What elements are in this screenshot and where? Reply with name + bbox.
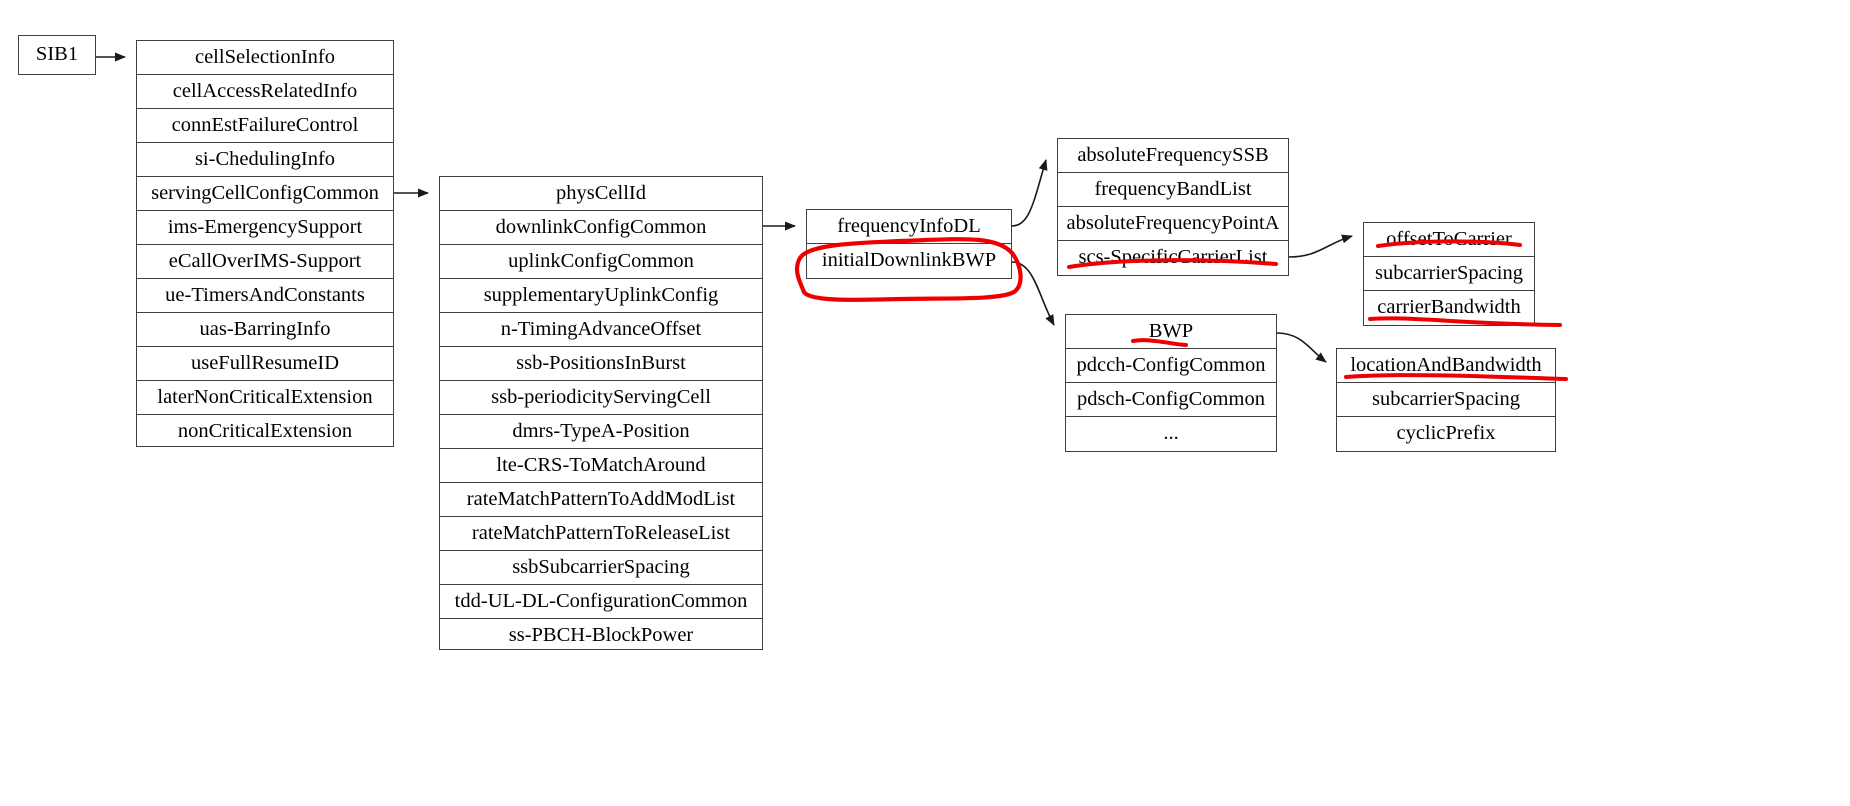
row-pdcch-configcommon[interactable]: pdcch-ConfigCommon	[1066, 349, 1276, 383]
row-cyclicprefix[interactable]: cyclicPrefix	[1396, 422, 1496, 444]
row-si-chedulinginfo[interactable]: si-ChedulingInfo	[137, 143, 393, 177]
row-ecalloverims-support[interactable]: eCallOverIMS-Support	[137, 245, 393, 279]
bwp-node[interactable]: BWP pdcch-ConfigCommon pdsch-ConfigCommo…	[1065, 314, 1277, 452]
row-offsettocarrier[interactable]: offsetToCarrier	[1364, 223, 1534, 257]
downlink-config-common-node[interactable]: frequencyInfoDL initialDownlinkBWP	[806, 209, 1012, 279]
edge-scsspecificcarrierlist-to-offsettocarrier	[1288, 234, 1353, 258]
row-subcarrierspacing-scs[interactable]: subcarrierSpacing	[1364, 257, 1534, 291]
row-downlinkconfigcommon[interactable]: downlinkConfigCommon	[440, 211, 762, 245]
edge-frequencyinfodl-to-absolutefrequencyssb	[1011, 159, 1048, 227]
row-ratematchpatterntoreleaselist[interactable]: rateMatchPatternToReleaseList	[440, 517, 762, 551]
edge-bwp-to-locationandbandwidth	[1276, 332, 1327, 363]
row-laternoncriticalextension[interactable]: laterNonCriticalExtension	[137, 381, 393, 415]
row-uas-barringinfo[interactable]: uas-BarringInfo	[137, 313, 393, 347]
row-lte-crs-tomatcharound[interactable]: lte-CRS-ToMatchAround	[440, 449, 762, 483]
serving-cell-config-common-node[interactable]: physCellId downlinkConfigCommon uplinkCo…	[439, 176, 763, 650]
sib1-node[interactable]: SIB1	[18, 35, 96, 75]
frequency-info-dl-node[interactable]: absoluteFrequencySSB frequencyBandList a…	[1057, 138, 1289, 276]
row-cellselectioninfo[interactable]: cellSelectionInfo	[137, 41, 393, 75]
row-dmrs-typea-position[interactable]: dmrs-TypeA-Position	[440, 415, 762, 449]
row-servingcellconfigcommon[interactable]: servingCellConfigCommon	[137, 177, 393, 211]
row-ratematchpatterntoaddmodlist[interactable]: rateMatchPatternToAddModList	[440, 483, 762, 517]
row-locationandbandwidth[interactable]: locationAndBandwidth	[1337, 349, 1555, 383]
row-ims-emergencysupport[interactable]: ims-EmergencySupport	[137, 211, 393, 245]
row-usefullresumeid[interactable]: useFullResumeID	[137, 347, 393, 381]
row-bwp[interactable]: BWP	[1066, 315, 1276, 349]
row-ss-pbch-blockpower[interactable]: ss-PBCH-BlockPower	[508, 624, 694, 646]
row-ue-timersandconstants[interactable]: ue-TimersAndConstants	[137, 279, 393, 313]
sib1-label: SIB1	[35, 43, 79, 65]
row-ellipsis[interactable]: ...	[1163, 422, 1179, 444]
edge-initialdownlinkbwp-to-bwp	[1011, 261, 1055, 326]
row-pdsch-configcommon[interactable]: pdsch-ConfigCommon	[1066, 383, 1276, 417]
row-scs-specificcarrierlist[interactable]: scs-SpecificCarrierList	[1078, 246, 1268, 268]
row-ssb-periodicityservingcell[interactable]: ssb-periodicityServingCell	[440, 381, 762, 415]
row-frequencyinfodl[interactable]: frequencyInfoDL	[807, 210, 1011, 244]
sib1-fields-node[interactable]: cellSelectionInfo cellAccessRelatedInfo …	[136, 40, 394, 447]
row-physcellid[interactable]: physCellId	[440, 177, 762, 211]
row-tdd-ul-dl-configurationcommon[interactable]: tdd-UL-DL-ConfigurationCommon	[440, 585, 762, 619]
row-subcarrierspacing-bwp[interactable]: subcarrierSpacing	[1337, 383, 1555, 417]
row-ssbsubcarrierspacing[interactable]: ssbSubcarrierSpacing	[440, 551, 762, 585]
row-noncriticalextension[interactable]: nonCriticalExtension	[177, 420, 353, 442]
row-uplinkconfigcommon[interactable]: uplinkConfigCommon	[440, 245, 762, 279]
row-connestfailurecontrol[interactable]: connEstFailureControl	[137, 109, 393, 143]
row-frequencybandlist[interactable]: frequencyBandList	[1058, 173, 1288, 207]
row-cellaccessrelatedinfo[interactable]: cellAccessRelatedInfo	[137, 75, 393, 109]
row-absolutefrequencyssb[interactable]: absoluteFrequencySSB	[1058, 139, 1288, 173]
scs-specific-carrier-node[interactable]: offsetToCarrier subcarrierSpacing carrie…	[1363, 222, 1535, 326]
row-initialdownlinkbwp[interactable]: initialDownlinkBWP	[821, 249, 997, 271]
row-supplementaryuplinkconfig[interactable]: supplementaryUplinkConfig	[440, 279, 762, 313]
generic-parameters-node[interactable]: locationAndBandwidth subcarrierSpacing c…	[1336, 348, 1556, 452]
row-carrierbandwidth[interactable]: carrierBandwidth	[1377, 296, 1521, 318]
row-absolutefrequencypointa[interactable]: absoluteFrequencyPointA	[1058, 207, 1288, 241]
row-n-timingadvanceoffset[interactable]: n-TimingAdvanceOffset	[440, 313, 762, 347]
row-ssb-positionsinburst[interactable]: ssb-PositionsInBurst	[440, 347, 762, 381]
